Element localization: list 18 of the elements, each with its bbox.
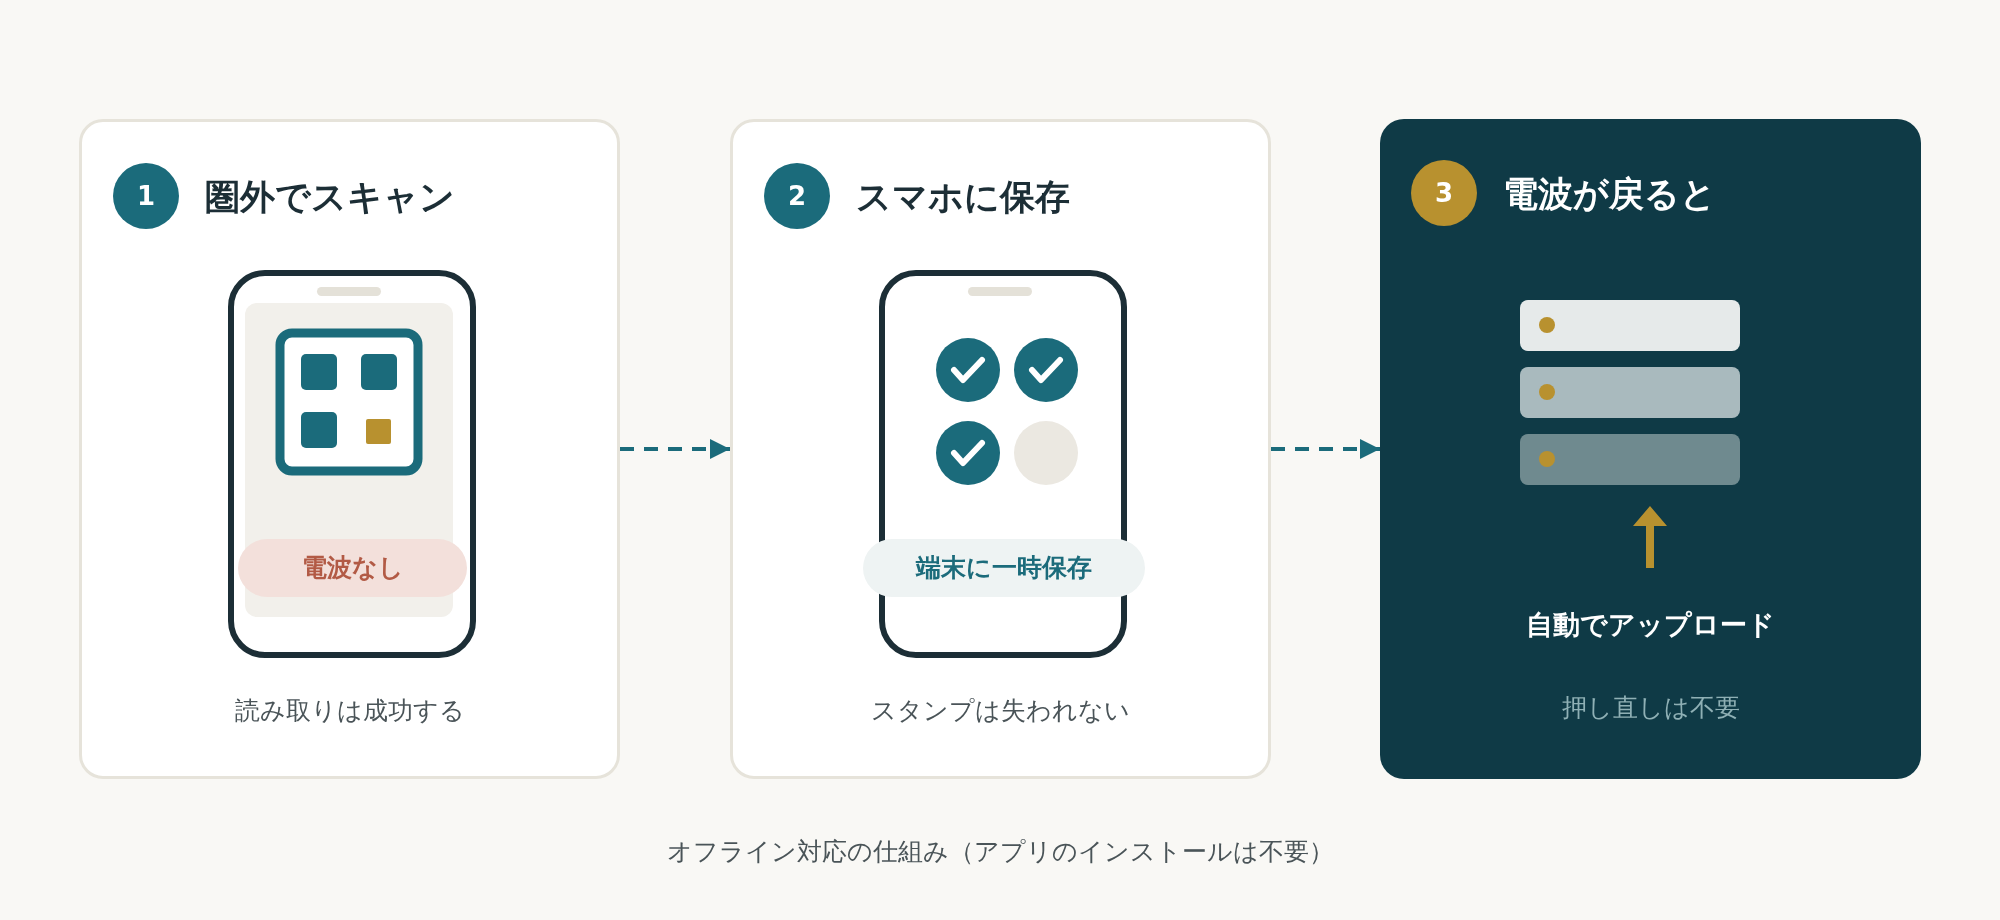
arrow bbox=[620, 439, 730, 459]
step-card bbox=[79, 119, 620, 779]
step-number: 1 bbox=[113, 163, 179, 229]
upload-label: 自動でアップロード bbox=[1525, 608, 1776, 642]
step-title: 圏外でスキャン bbox=[205, 176, 455, 219]
status-pill: 電波なし bbox=[238, 539, 467, 597]
step-number: 2 bbox=[764, 163, 830, 229]
step-card bbox=[1380, 119, 1921, 779]
step-note: 押し直しは不要 bbox=[1560, 692, 1741, 724]
step-title: スマホに保存 bbox=[856, 176, 1070, 219]
step-note: スタンプは失われない bbox=[870, 695, 1131, 727]
status-pill: 端末に一時保存 bbox=[863, 539, 1145, 597]
step-note: 読み取りは成功する bbox=[233, 695, 466, 727]
step-card bbox=[730, 119, 1271, 779]
step-title: 電波が戻ると bbox=[1503, 173, 1716, 216]
caption: オフライン対応の仕組み（アプリのインストールは不要） bbox=[665, 836, 1335, 868]
step-number: 3 bbox=[1411, 160, 1477, 226]
arrow bbox=[1271, 439, 1380, 459]
